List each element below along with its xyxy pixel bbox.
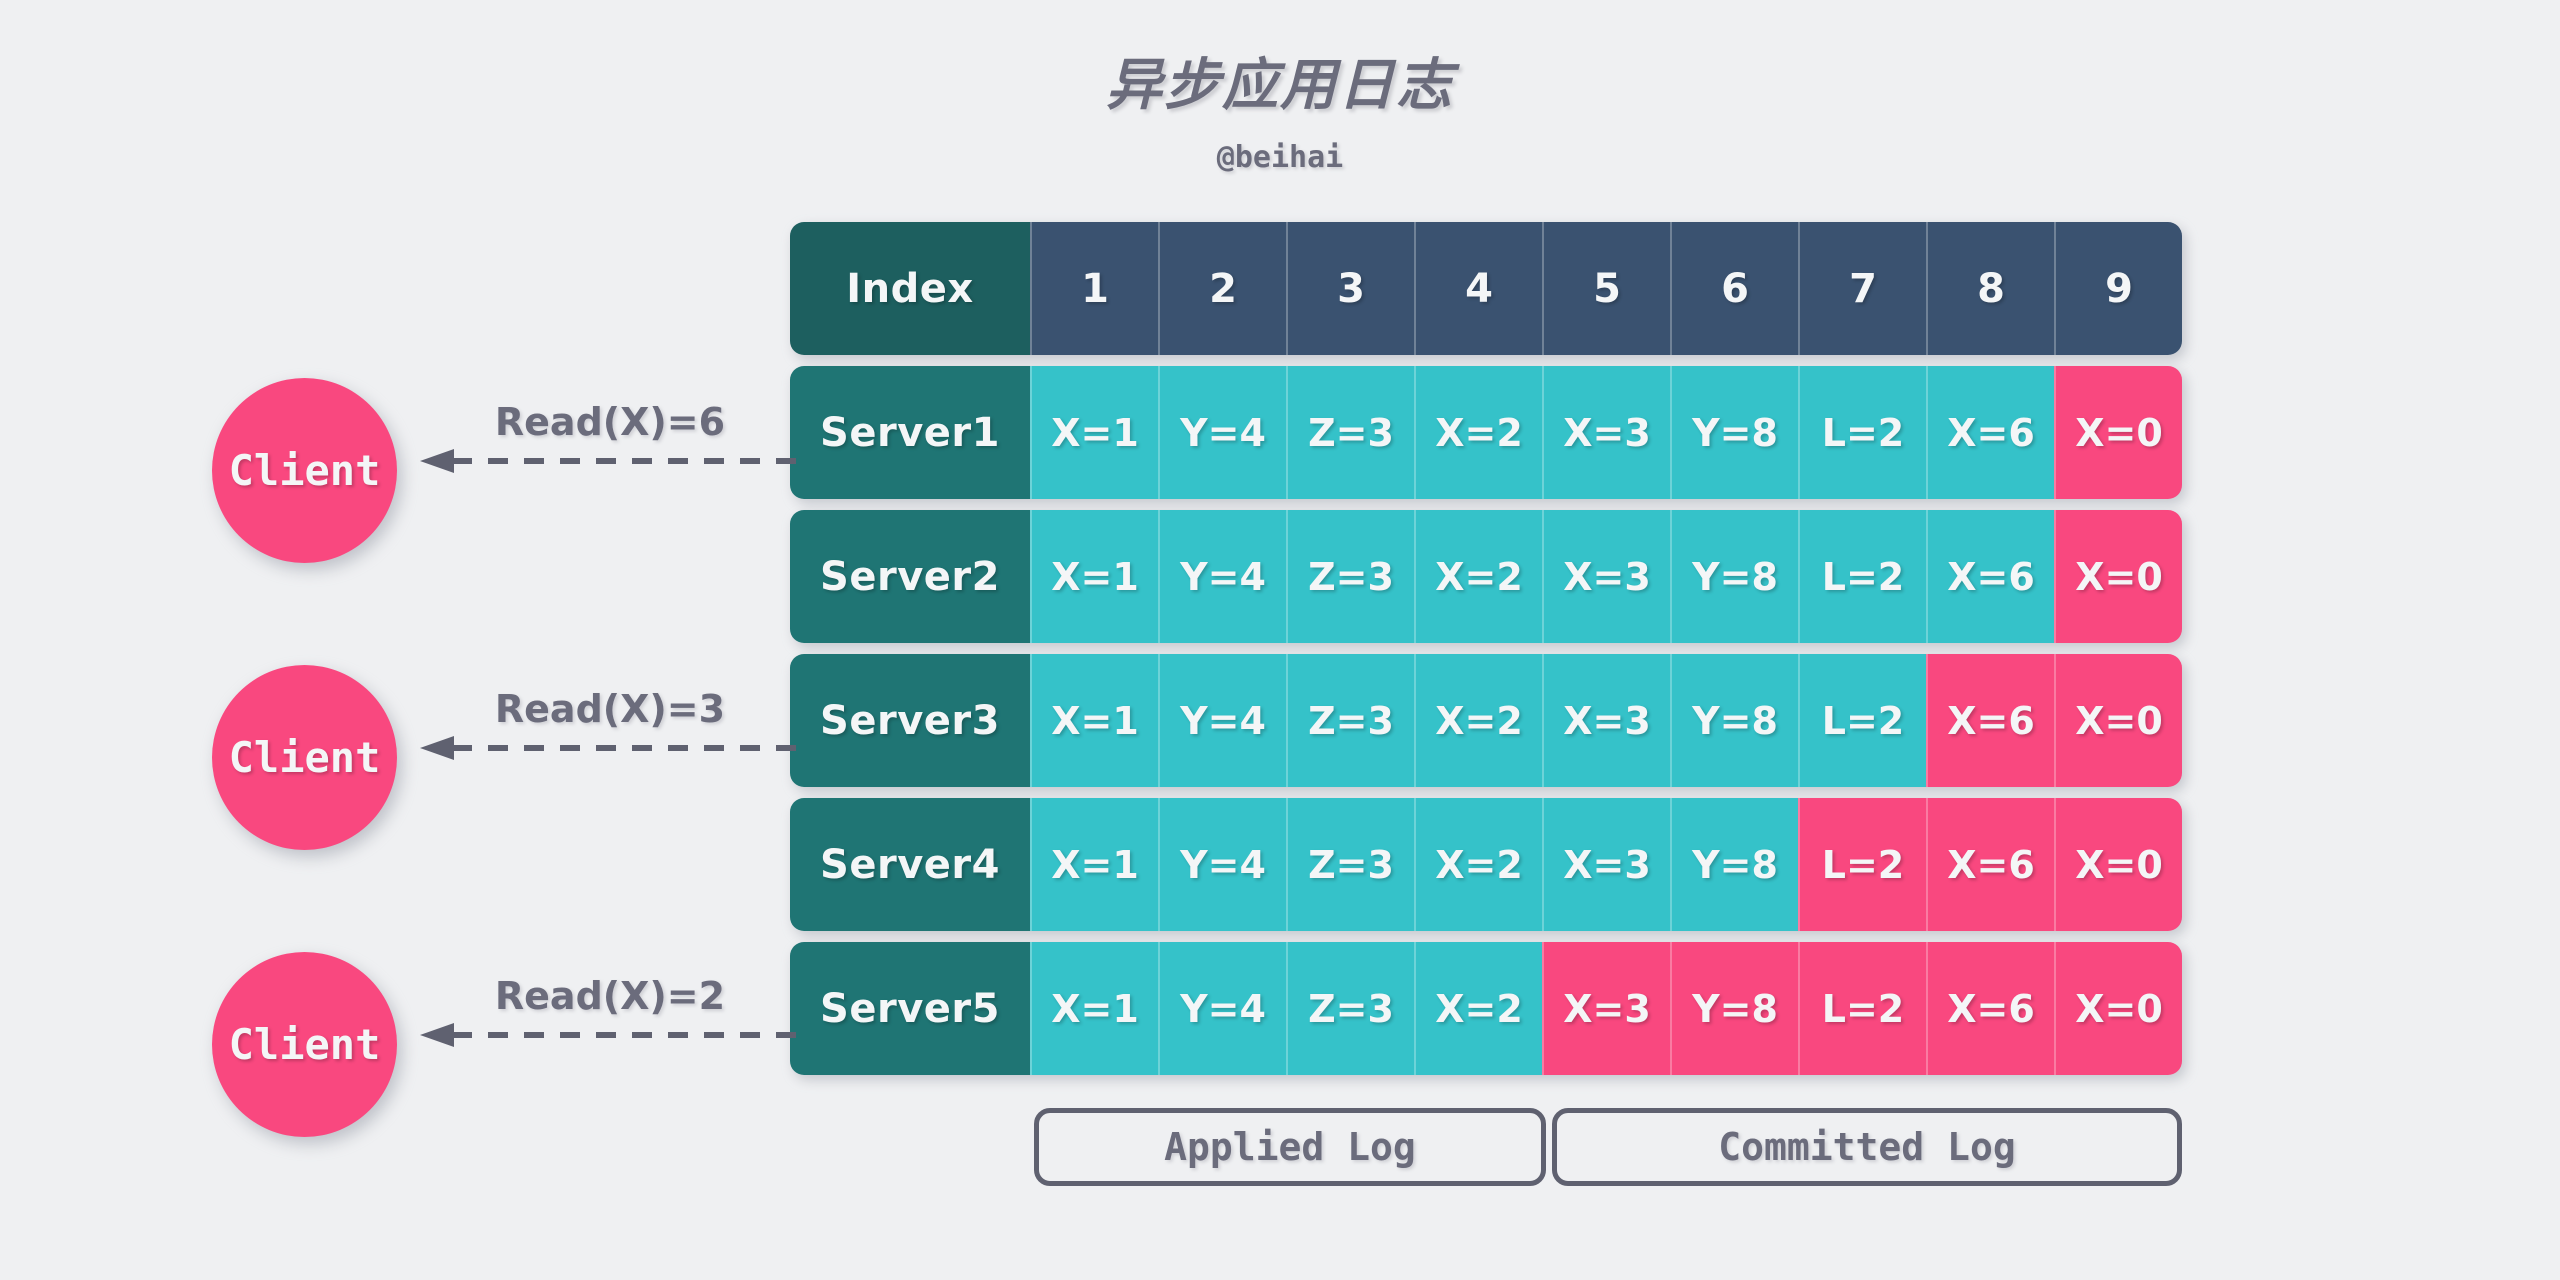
log-entry-cell: L=2	[1798, 798, 1926, 931]
index-column-1: 1	[1030, 222, 1158, 355]
client-label: Client	[228, 446, 381, 495]
log-entry-cell: Y=4	[1158, 366, 1286, 499]
log-entry-cell: X=6	[1926, 654, 2054, 787]
log-entry-cell: X=2	[1414, 942, 1542, 1075]
log-entry-cell: Y=4	[1158, 654, 1286, 787]
log-entry-cell: X=6	[1926, 510, 2054, 643]
client-label: Client	[228, 733, 381, 782]
log-entry-cell: Z=3	[1286, 366, 1414, 499]
server-label: Server5	[790, 942, 1030, 1075]
log-entry-cell: X=1	[1030, 510, 1158, 643]
log-entry-cell: X=1	[1030, 942, 1158, 1075]
log-entry-cell: Y=4	[1158, 510, 1286, 643]
server-label: Server2	[790, 510, 1030, 643]
arrow-head-icon	[420, 449, 454, 473]
log-entry-cell: X=2	[1414, 366, 1542, 499]
log-entry-cell: X=1	[1030, 798, 1158, 931]
log-entry-cell: Y=8	[1670, 510, 1798, 643]
index-column-2: 2	[1158, 222, 1286, 355]
server-label: Server3	[790, 654, 1030, 787]
log-entry-cell: X=0	[2054, 654, 2182, 787]
log-entry-cell: Z=3	[1286, 654, 1414, 787]
read-arrow-label-3: Read(X)=2	[494, 974, 726, 1018]
client-node-3[interactable]: Client	[212, 952, 397, 1137]
index-column-5: 5	[1542, 222, 1670, 355]
index-column-9: 9	[2054, 222, 2182, 355]
server-label: Server4	[790, 798, 1030, 931]
log-entry-cell: X=0	[2054, 942, 2182, 1075]
table-header-row: Index 1 2 3 4 5 6 7 8 9	[790, 222, 2182, 355]
log-entry-cell: X=0	[2054, 510, 2182, 643]
log-entry-cell: Z=3	[1286, 510, 1414, 643]
legend-applied-log: Applied Log	[1034, 1108, 1546, 1186]
arrow-line-2	[420, 736, 800, 760]
read-arrow-label-1: Read(X)=6	[494, 400, 726, 444]
arrow-head-icon	[420, 1023, 454, 1047]
client-label: Client	[228, 1020, 381, 1069]
log-entry-cell: L=2	[1798, 942, 1926, 1075]
page-subtitle-author: @beihai	[1216, 140, 1344, 175]
index-column-7: 7	[1798, 222, 1926, 355]
log-entry-cell: Z=3	[1286, 942, 1414, 1075]
arrow-head-icon	[420, 736, 454, 760]
log-entry-cell: X=3	[1542, 510, 1670, 643]
index-column-8: 8	[1926, 222, 2054, 355]
index-column-6: 6	[1670, 222, 1798, 355]
server-label: Server1	[790, 366, 1030, 499]
client-node-2[interactable]: Client	[212, 665, 397, 850]
log-entry-cell: X=2	[1414, 798, 1542, 931]
log-entry-cell: X=1	[1030, 654, 1158, 787]
arrow-dashes	[452, 745, 800, 751]
log-entry-cell: X=2	[1414, 510, 1542, 643]
log-entry-cell: L=2	[1798, 510, 1926, 643]
log-entry-cell: Y=8	[1670, 366, 1798, 499]
index-column-3: 3	[1286, 222, 1414, 355]
log-entry-cell: X=3	[1542, 798, 1670, 931]
log-entry-cell: Y=8	[1670, 798, 1798, 931]
log-entry-cell: Y=8	[1670, 942, 1798, 1075]
log-entry-cell: X=6	[1926, 798, 2054, 931]
legend-applied-label: Applied Log	[1164, 1125, 1416, 1169]
log-entry-cell: X=3	[1542, 654, 1670, 787]
legend-committed-log: Committed Log	[1552, 1108, 2182, 1186]
read-arrow-label-2: Read(X)=3	[494, 687, 726, 731]
index-column-4: 4	[1414, 222, 1542, 355]
arrow-dashes	[452, 1032, 800, 1038]
client-node-1[interactable]: Client	[212, 378, 397, 563]
log-entry-cell: Y=8	[1670, 654, 1798, 787]
log-entry-cell: X=0	[2054, 366, 2182, 499]
log-entry-cell: X=6	[1926, 366, 2054, 499]
log-entry-cell: L=2	[1798, 654, 1926, 787]
arrow-line-3	[420, 1023, 800, 1047]
arrow-dashes	[452, 458, 800, 464]
log-entry-cell: L=2	[1798, 366, 1926, 499]
page-title: 异步应用日志	[1106, 53, 1454, 118]
log-entry-cell: Y=4	[1158, 942, 1286, 1075]
log-entry-cell: X=1	[1030, 366, 1158, 499]
log-entry-cell: Y=4	[1158, 798, 1286, 931]
arrow-line-1	[420, 449, 800, 473]
log-entry-cell: X=3	[1542, 366, 1670, 499]
log-entry-cell: X=0	[2054, 798, 2182, 931]
read-arrow-2: Read(X)=3	[420, 687, 800, 760]
log-entry-cell: X=3	[1542, 942, 1670, 1075]
log-entry-cell: Z=3	[1286, 798, 1414, 931]
legend-committed-label: Committed Log	[1718, 1125, 2016, 1169]
read-arrow-3: Read(X)=2	[420, 974, 800, 1047]
log-entry-cell: X=2	[1414, 654, 1542, 787]
log-entry-cell: X=6	[1926, 942, 2054, 1075]
index-header-label: Index	[790, 222, 1030, 355]
read-arrow-1: Read(X)=6	[420, 400, 800, 473]
